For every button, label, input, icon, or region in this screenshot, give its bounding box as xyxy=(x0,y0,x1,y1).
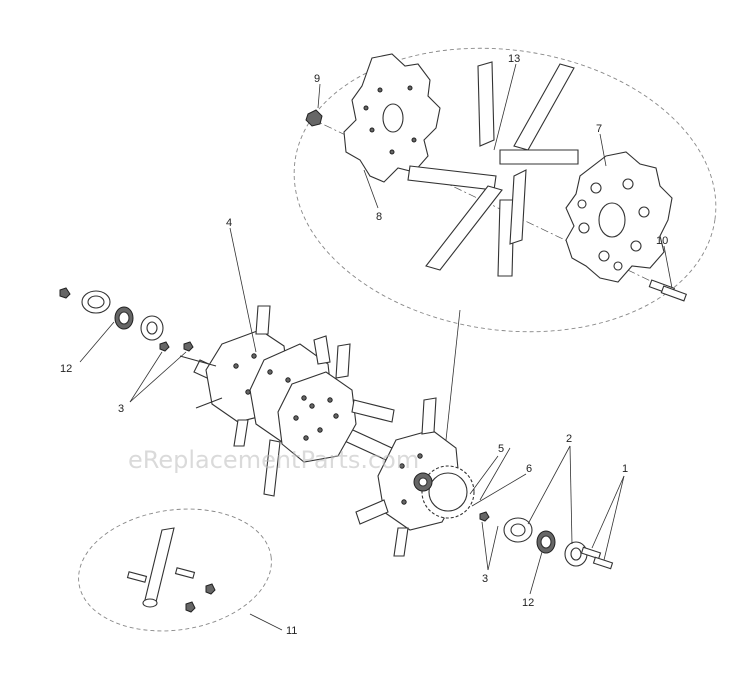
kit-tine xyxy=(143,527,175,605)
bolt-part-10-b xyxy=(660,285,688,302)
bolt-right-a xyxy=(580,546,602,560)
tine-bar-5 xyxy=(425,185,503,271)
tine-bar-4 xyxy=(407,165,497,191)
kit-nut-a xyxy=(185,601,196,613)
callout-2: 2 xyxy=(566,433,572,445)
nut-right-a xyxy=(479,511,490,522)
tine-bar-1 xyxy=(477,61,495,147)
callout-4: 4 xyxy=(226,217,232,229)
kit-bolt-a xyxy=(126,571,148,583)
callout-13: 13 xyxy=(508,53,520,65)
callout-5: 5 xyxy=(498,443,504,455)
detail-ellipse-tine-assembly xyxy=(293,47,717,333)
nut-left-b xyxy=(183,341,194,352)
bolt-right-b xyxy=(592,556,614,570)
nut-left-a xyxy=(159,341,170,352)
kit-nut-b xyxy=(205,583,216,595)
watermark: eReplacementParts.com xyxy=(128,446,419,474)
callout-9: 9 xyxy=(314,73,320,85)
bolt-heads xyxy=(233,353,339,441)
callout-12-left: 12 xyxy=(60,363,72,375)
callout-1: 1 xyxy=(622,463,628,475)
callout-11: 11 xyxy=(286,625,297,637)
callout-labels: 9 13 7 8 10 4 12 3 5 6 2 1 3 12 11 xyxy=(60,53,668,637)
nut-part-9 xyxy=(305,109,323,127)
tine-shaft-assembly xyxy=(179,305,441,497)
right-hardware-stack xyxy=(479,511,614,570)
callout-8: 8 xyxy=(376,211,382,223)
tine-bar-2 xyxy=(513,63,575,151)
detail-ellipse-tine-kit xyxy=(78,508,272,632)
drive-side-assembly xyxy=(355,397,475,557)
callout-7: 7 xyxy=(596,123,602,135)
tine-bar-6 xyxy=(497,199,515,277)
callout-3-left: 3 xyxy=(118,403,124,415)
callout-3-right: 3 xyxy=(482,573,488,585)
callout-6: 6 xyxy=(526,463,532,475)
left-hardware-stack xyxy=(59,287,194,352)
tine-replacement-kit xyxy=(126,527,216,613)
kit-bolt-b xyxy=(174,567,196,579)
exploded-tine-assembly xyxy=(305,53,688,302)
callout-12-right: 12 xyxy=(522,597,534,609)
tine-bar-3 xyxy=(499,149,579,165)
callout-10: 10 xyxy=(656,235,668,247)
tine-bar-7 xyxy=(509,169,527,245)
leader-lines xyxy=(79,63,673,631)
